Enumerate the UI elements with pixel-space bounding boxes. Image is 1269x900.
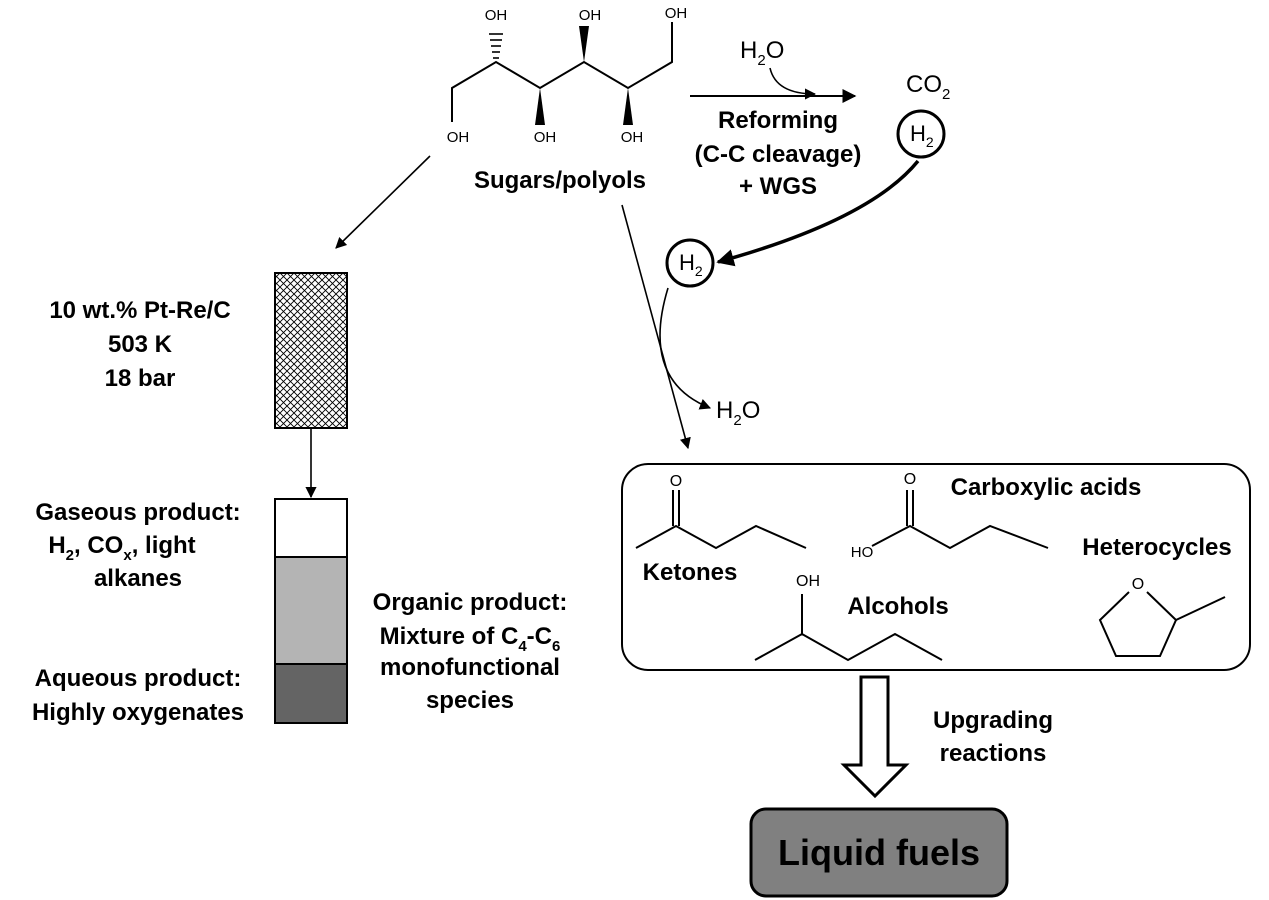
oh-label: OH bbox=[665, 5, 688, 22]
gaseous-product-components: H2, COx, light bbox=[48, 532, 195, 564]
water-feed-arrow bbox=[769, 67, 817, 100]
hashed-bond-1 bbox=[489, 33, 503, 59]
sorbitol-structure: OH OH OH OH OH OH bbox=[447, 5, 688, 146]
heterocycle-structure: O bbox=[1098, 576, 1226, 657]
alcohol-structure: OH bbox=[754, 573, 943, 662]
wedge-bond-4 bbox=[623, 88, 633, 125]
hydrogen-label: H2 bbox=[910, 121, 934, 150]
hydroxyl-atom-label: OH bbox=[796, 573, 820, 590]
ketones-label: Ketones bbox=[643, 559, 738, 586]
wedge-bond-2 bbox=[535, 88, 545, 125]
oh-label: OH bbox=[579, 7, 602, 24]
sugars-to-products-arrow bbox=[621, 204, 691, 450]
water-out-arrow bbox=[659, 287, 712, 410]
sugars-caption: Sugars/polyols bbox=[474, 167, 646, 194]
oh-label: OH bbox=[621, 129, 644, 146]
carboxylic-acids-label: Carboxylic acids bbox=[951, 474, 1142, 501]
upgrading-label: Upgrading bbox=[933, 707, 1053, 734]
oxygen-atom-label: O bbox=[1132, 576, 1144, 593]
heterocycles-label: Heterocycles bbox=[1082, 534, 1231, 561]
water-out-label: H2O bbox=[716, 397, 760, 429]
organic-product-monofunctional: monofunctional bbox=[380, 654, 560, 681]
product-classes-box bbox=[621, 463, 1251, 671]
oh-label: OH bbox=[534, 129, 557, 146]
hydrogen-transfer-arrow bbox=[716, 159, 920, 267]
alcohols-label: Alcohols bbox=[847, 593, 948, 620]
pressure-label: 18 bar bbox=[105, 365, 176, 392]
aqueous-layer bbox=[274, 663, 348, 724]
wgs-label: + WGS bbox=[739, 173, 817, 200]
catalyst-label: 10 wt.% Pt-Re/C bbox=[49, 297, 230, 324]
liquid-fuels-label: Liquid fuels bbox=[778, 832, 980, 873]
oh-label: OH bbox=[485, 7, 508, 24]
upgrading-arrow bbox=[840, 675, 910, 799]
co2-label: CO2 bbox=[906, 71, 950, 103]
hydrogen-circle bbox=[665, 238, 715, 288]
gaseous-product-alkanes: alkanes bbox=[94, 565, 182, 592]
oxygen-atom-label: O bbox=[904, 471, 916, 488]
hydrogen-circle bbox=[896, 109, 946, 159]
gas-layer bbox=[274, 498, 348, 558]
oxygen-atom-label: O bbox=[670, 473, 682, 490]
gaseous-product-title: Gaseous product: bbox=[35, 499, 240, 526]
water-in-label: H2O bbox=[740, 37, 784, 69]
organic-product-title: Organic product: bbox=[373, 589, 568, 616]
temperature-label: 503 K bbox=[108, 331, 173, 358]
hydrogen-produced: H2 bbox=[896, 109, 946, 159]
hydroxyl-atom-label: HO bbox=[851, 544, 874, 561]
ketone-structure: O bbox=[635, 473, 807, 550]
wedge-bond-3 bbox=[579, 26, 589, 62]
hydrogen-consumed: H2 bbox=[665, 238, 715, 288]
sugars-to-reactor-arrow bbox=[335, 155, 431, 249]
reactions-label: reactions bbox=[940, 740, 1047, 767]
hydrogen-label: H2 bbox=[679, 250, 703, 279]
aqueous-product-title: Aqueous product: bbox=[35, 665, 242, 692]
sugar-backbone bbox=[451, 22, 673, 122]
reforming-label: Reforming bbox=[718, 107, 838, 134]
catalyst-bed bbox=[274, 272, 348, 429]
organic-product-species: species bbox=[426, 687, 514, 714]
aqueous-product-description: Highly oxygenates bbox=[32, 699, 244, 726]
cc-cleavage-label: (C-C cleavage) bbox=[695, 141, 862, 168]
organic-product-mixture: Mixture of C4-C6 bbox=[380, 623, 561, 655]
liquid-fuels-box bbox=[749, 807, 1009, 898]
oh-label: OH bbox=[447, 129, 470, 146]
carboxylic-acid-structure: O HO bbox=[851, 471, 1049, 561]
organic-layer bbox=[274, 556, 348, 665]
